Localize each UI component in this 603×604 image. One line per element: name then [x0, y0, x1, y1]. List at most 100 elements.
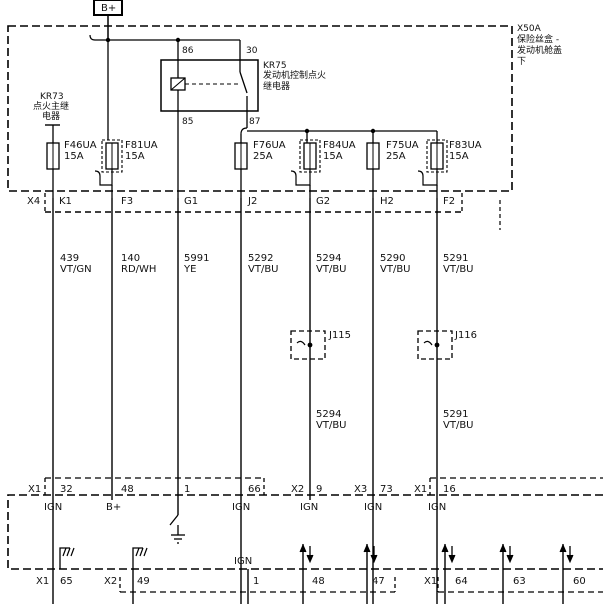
relay-kr73: KR73 点火主继 电器 — [33, 92, 69, 143]
relay-kr75-id: KR75 — [263, 61, 287, 71]
module-input-label: IGN — [44, 502, 62, 513]
module-input-labels: IGN B+ IGN IGN IGN IGN — [44, 502, 446, 513]
pin-label: 48 — [312, 576, 325, 587]
relay-kr73-line2: 电器 — [42, 110, 60, 122]
splice-j115: J115 5294 VT/BU — [290, 330, 351, 431]
bottom-connector-x1: X1 65 — [36, 576, 73, 587]
connector-name: X2 — [291, 484, 304, 495]
power-source-label: B+ — [101, 3, 116, 14]
pin-label: 1 — [253, 576, 259, 587]
fuse-f81ua: F81UA 15A — [101, 139, 158, 173]
connector-name: X2 — [104, 576, 117, 587]
chassis-ground-icon — [132, 547, 148, 569]
connector-name: X1 — [414, 484, 427, 495]
fuse-block-id: X50A — [517, 24, 542, 34]
pin-label: 64 — [455, 576, 468, 587]
wire-circuit: 5294 — [316, 409, 341, 420]
pin-label: 60 — [573, 576, 586, 587]
fuse-name: F46UA — [64, 140, 97, 151]
fuse-rating: 15A — [449, 151, 469, 162]
fuse-rating: 15A — [323, 151, 343, 162]
pin-label: 16 — [443, 484, 456, 495]
fuse-block-line3: 下 — [517, 57, 526, 67]
fuse-name: F84UA — [323, 140, 356, 151]
pin-label: 65 — [60, 576, 73, 587]
fuse-connector-x4: X4 K1 F3 G1 J2 G2 H2 F2 — [27, 193, 501, 230]
module-input-label: B+ — [106, 502, 121, 513]
ground-icon — [169, 514, 185, 544]
pin-label: F2 — [443, 196, 455, 207]
module-border — [7, 494, 603, 570]
relay-pin-30: 30 — [246, 46, 258, 56]
wire-circuit: 5290 — [380, 253, 405, 264]
wire-color: VT/BU — [443, 264, 474, 275]
wire-140: 140 RD/WH — [111, 198, 156, 500]
wire-circuit: 439 — [60, 253, 79, 264]
fuse-block-line1: 保险丝盒 - — [517, 33, 559, 45]
fuse-rating: 25A — [386, 151, 406, 162]
fuse-block-border — [7, 25, 513, 192]
bottom-ign-label: IGN — [234, 556, 252, 567]
wire-5991: 5991 YE — [177, 198, 209, 515]
connector-name: X1 — [424, 576, 437, 587]
pin-label: H2 — [380, 196, 394, 207]
wire-439: 439 VT/GN — [52, 198, 92, 604]
lower-connector-x1: X1 32 48 1 66 — [28, 477, 265, 495]
chassis-ground-icon — [59, 547, 75, 569]
pin-label: J2 — [247, 196, 257, 207]
fuse-name: F75UA — [386, 140, 419, 151]
fuse-rating: 25A — [253, 151, 273, 162]
pin-label: 32 — [60, 484, 73, 495]
lower-connector-x1b: X1 16 — [414, 477, 603, 495]
wire-circuit: 5291 — [443, 409, 468, 420]
splice-name: J116 — [454, 330, 477, 341]
bidirectional-arrow-icon — [441, 543, 456, 604]
wire-circuit: 5291 — [443, 253, 468, 264]
module-input-label: IGN — [232, 502, 250, 513]
fuse-rating: 15A — [64, 151, 84, 162]
relay-pin-85: 85 — [182, 117, 193, 127]
fuse-rating: 15A — [125, 151, 145, 162]
fuse-f76ua: F76UA 25A — [234, 140, 286, 170]
pin-label: 73 — [380, 484, 393, 495]
pin-label: 9 — [316, 484, 322, 495]
wire-5290: 5290 VT/BU — [372, 198, 411, 604]
pin-label: 48 — [121, 484, 134, 495]
bottom-connector-x1b: X1 64 63 60 — [424, 576, 603, 593]
wire-color: VT/GN — [60, 264, 92, 275]
power-source: B+ — [93, 0, 123, 16]
wire-color: VT/BU — [248, 264, 279, 275]
fuse-name: F83UA — [449, 140, 482, 151]
connector-name: X1 — [28, 484, 41, 495]
wire-color: YE — [183, 264, 196, 275]
splice-j116: J116 5291 VT/BU — [417, 330, 477, 431]
connector-name: X3 — [354, 484, 367, 495]
relay-kr75-line1: 发动机控制点火 — [263, 69, 326, 81]
wire-5291: 5291 VT/BU — [436, 198, 474, 604]
connector-name: X4 — [27, 196, 40, 207]
pin-label: G1 — [184, 196, 198, 207]
wire-circuit: 5292 — [248, 253, 273, 264]
bottom-connector-x2: X2 49 1 48 47 — [104, 576, 396, 593]
fuse-f83ua: F83UA 15A — [426, 139, 482, 173]
lower-connector-x2: X2 9 — [291, 484, 322, 495]
wire-color: VT/BU — [443, 420, 474, 431]
relay-pin-87: 87 — [249, 117, 260, 127]
bidirectional-arrow-icon — [499, 543, 514, 604]
fuse-f75ua: F75UA 25A — [366, 140, 419, 170]
relay-kr75: 86 30 KR75 发动机控制点火 继电器 85 87 — [160, 46, 326, 127]
module-input-label: IGN — [428, 502, 446, 513]
splice-name: J115 — [328, 330, 351, 341]
pin-label: 49 — [137, 576, 150, 587]
relay-kr75-line2: 继电器 — [263, 80, 290, 92]
fuse-f84ua: F84UA 15A — [299, 139, 356, 173]
relay-kr73-id: KR73 — [40, 92, 64, 102]
wire-color: VT/BU — [316, 420, 347, 431]
fuse-name: F81UA — [125, 140, 158, 151]
bidirectional-arrow-icon — [299, 543, 314, 604]
relay-pin-86: 86 — [182, 46, 194, 56]
pin-label: 66 — [248, 484, 261, 495]
bidirectional-arrow-icon — [559, 543, 574, 604]
fuse-block-label: X50A 保险丝盒 - 发动机舱盖 下 — [517, 24, 562, 67]
